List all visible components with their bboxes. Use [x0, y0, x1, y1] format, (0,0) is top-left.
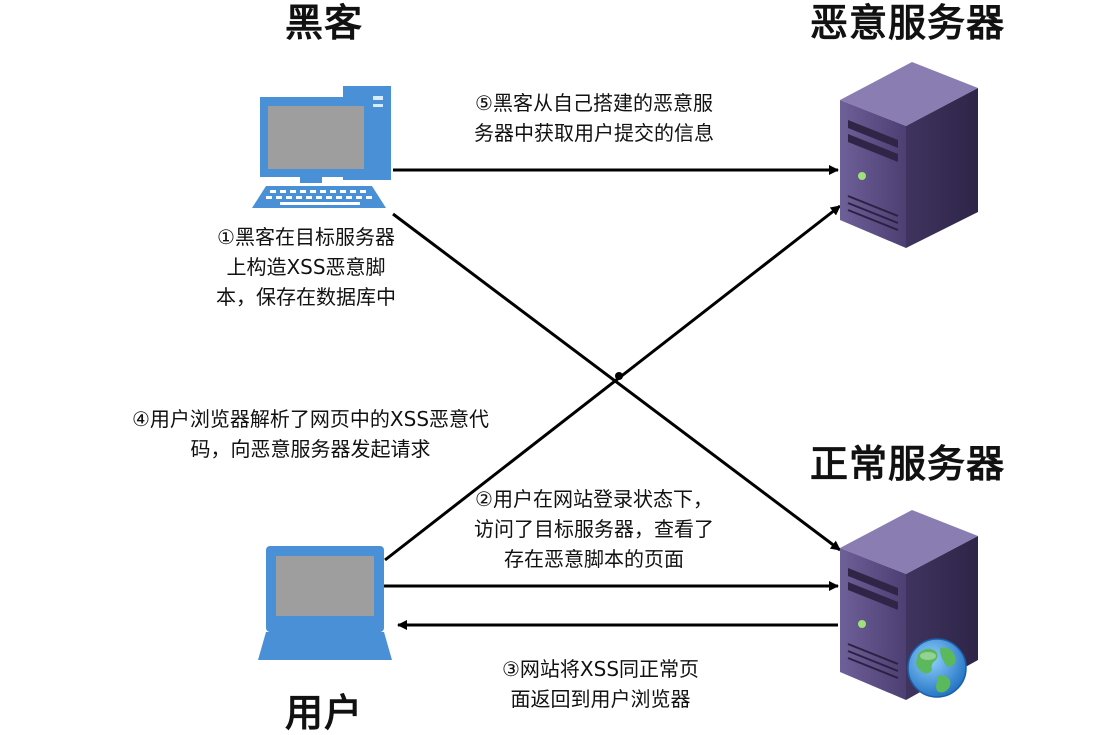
step2-line: 存在恶意脚本的页面: [504, 547, 684, 571]
crossing-dot: [615, 372, 623, 380]
server-icon: [840, 62, 978, 248]
normal-server-title: 正常服务器: [810, 442, 1006, 486]
step1-note: ①黑客在目标服务器 上构造XSS恶意脚 本，保存在数据库中: [216, 222, 396, 312]
hacker-title: 黑客: [285, 1, 364, 45]
step2-line: ②用户在网站登录状态下，: [475, 487, 713, 511]
arrow-step4: [384, 204, 841, 562]
step4-line: ④用户浏览器解析了网页中的XSS恶意代: [132, 407, 490, 431]
step1-line: 本，保存在数据库中: [216, 285, 396, 309]
step5-line: ⑤黑客从自己搭建的恶意服: [475, 91, 713, 115]
step3-note: ③网站将XSS同正常页 面返回到用户浏览器: [502, 654, 699, 714]
step2-line: 访问了目标服务器，查看了: [474, 517, 714, 541]
step3-line: 面返回到用户浏览器: [510, 687, 691, 711]
laptop-icon: [258, 546, 392, 660]
step4-note: ④用户浏览器解析了网页中的XSS恶意代 码，向恶意服务器发起请求: [132, 404, 489, 464]
step5-line: 务器中获取用户提交的信息: [474, 121, 714, 145]
malicious-server-title: 恶意服务器: [810, 1, 1006, 45]
globe-icon: [907, 638, 967, 698]
step1-line: ①黑客在目标服务器: [217, 225, 395, 249]
step5-note: ⑤黑客从自己搭建的恶意服 务器中获取用户提交的信息: [474, 88, 714, 148]
desktop-computer-icon: [252, 86, 391, 208]
step4-line: 码，向恶意服务器发起请求: [190, 437, 431, 461]
step3-line: ③网站将XSS同正常页: [502, 657, 700, 681]
arrow-step1: [392, 212, 841, 552]
step2-note: ②用户在网站登录状态下， 访问了目标服务器，查看了 存在恶意脚本的页面: [474, 484, 714, 574]
step1-line: 上构造XSS恶意脚: [226, 255, 386, 279]
attack-flow-diagram: [252, 62, 978, 700]
